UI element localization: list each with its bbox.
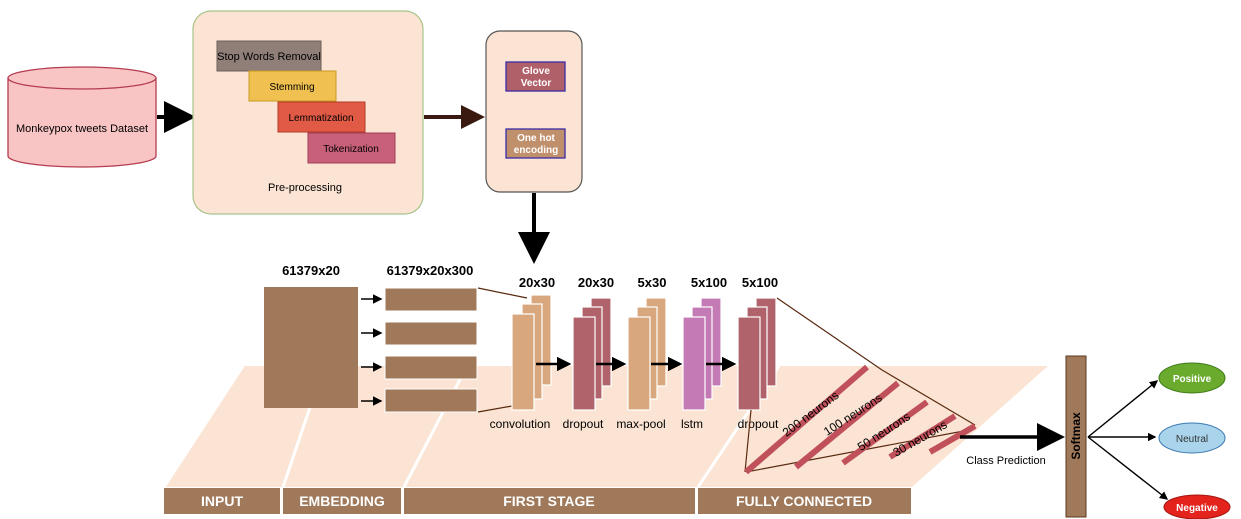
dropout1-dims: 20x30: [578, 275, 614, 290]
input-dims: 61379x20: [282, 263, 340, 278]
softmax-label: Softmax: [1069, 412, 1083, 460]
stage-embedding: [283, 488, 401, 514]
dropout2-stack: 5x100 dropout: [737, 275, 779, 431]
negative-label: Negative: [1176, 503, 1218, 514]
output-negative: Negative: [1163, 494, 1231, 519]
stage-first: [404, 488, 695, 514]
maxpool-dims: 5x30: [638, 275, 667, 290]
conv-label: convolution: [490, 417, 551, 431]
conv-dims: 20x30: [519, 275, 555, 290]
glove-label-2: Vector: [521, 78, 552, 89]
convolution-stack: 20x30 convolution: [490, 275, 555, 431]
glove-label-1: Glove: [522, 66, 550, 77]
step-lemmatization: [277, 101, 366, 133]
output-positive: Positive: [1158, 362, 1226, 394]
onehot-label-1: One hot: [517, 133, 555, 144]
step-stemming-label: Stemming: [269, 82, 314, 93]
dropout1-label: dropout: [563, 417, 604, 431]
preprocessing-box: Stop Words Removal Stemming Lemmatizatio…: [192, 10, 424, 215]
stage-embedding-label: EMBEDDING: [299, 493, 385, 509]
stage-fully-connected-label: FULLY CONNECTED: [736, 493, 872, 509]
stage-bars: INPUT EMBEDDING FIRST STAGE FULLY CONNEC…: [164, 488, 911, 514]
one-hot-encoding-block: [505, 128, 566, 159]
step-tokenization: [307, 132, 396, 164]
maxpool-label: max-pool: [616, 417, 665, 431]
stage-input: [164, 488, 280, 514]
arrow-to-positive: [1087, 380, 1159, 438]
stage-input-label: INPUT: [201, 493, 243, 509]
lstm-dims: 5x100: [691, 275, 727, 290]
preprocessing-title: Pre-processing: [268, 182, 342, 194]
lstm-label: lstm: [681, 417, 703, 431]
neutral-label: Neutral: [1176, 434, 1208, 445]
word-embedding-box: Glove Vector One hot encoding: [485, 30, 583, 193]
dataset-label: Monkeypox tweets Dataset: [16, 123, 148, 135]
step-stop-words: [216, 40, 322, 72]
positive-label: Positive: [1173, 374, 1212, 385]
step-stemming: [248, 70, 337, 102]
output-neutral: Neutral: [1158, 422, 1226, 454]
arrow-to-negative: [1087, 436, 1169, 500]
step-lemmatization-label: Lemmatization: [288, 113, 353, 124]
stage-first-label: FIRST STAGE: [503, 493, 595, 509]
dataset-cylinder: Monkeypox tweets Dataset: [7, 66, 157, 168]
step-tokenization-label: Tokenization: [323, 144, 379, 155]
step-stop-words-label: Stop Words Removal: [217, 51, 321, 63]
stage-fully-connected: [698, 488, 911, 514]
glove-vector-block: [505, 61, 566, 92]
dropout2-label: dropout: [738, 417, 779, 431]
dropout1-stack: 20x30 dropout: [563, 275, 614, 431]
embedding-block: 61379x20x300: [361, 263, 528, 413]
dropout2-dims: 5x100: [742, 275, 778, 290]
embedding-dims: 61379x20x300: [387, 263, 474, 278]
onehot-label-2: encoding: [514, 145, 558, 156]
softmax-block: Softmax: [1065, 355, 1087, 518]
input-block: 61379x20: [264, 263, 358, 408]
class-prediction-label: Class Prediction: [966, 455, 1045, 467]
